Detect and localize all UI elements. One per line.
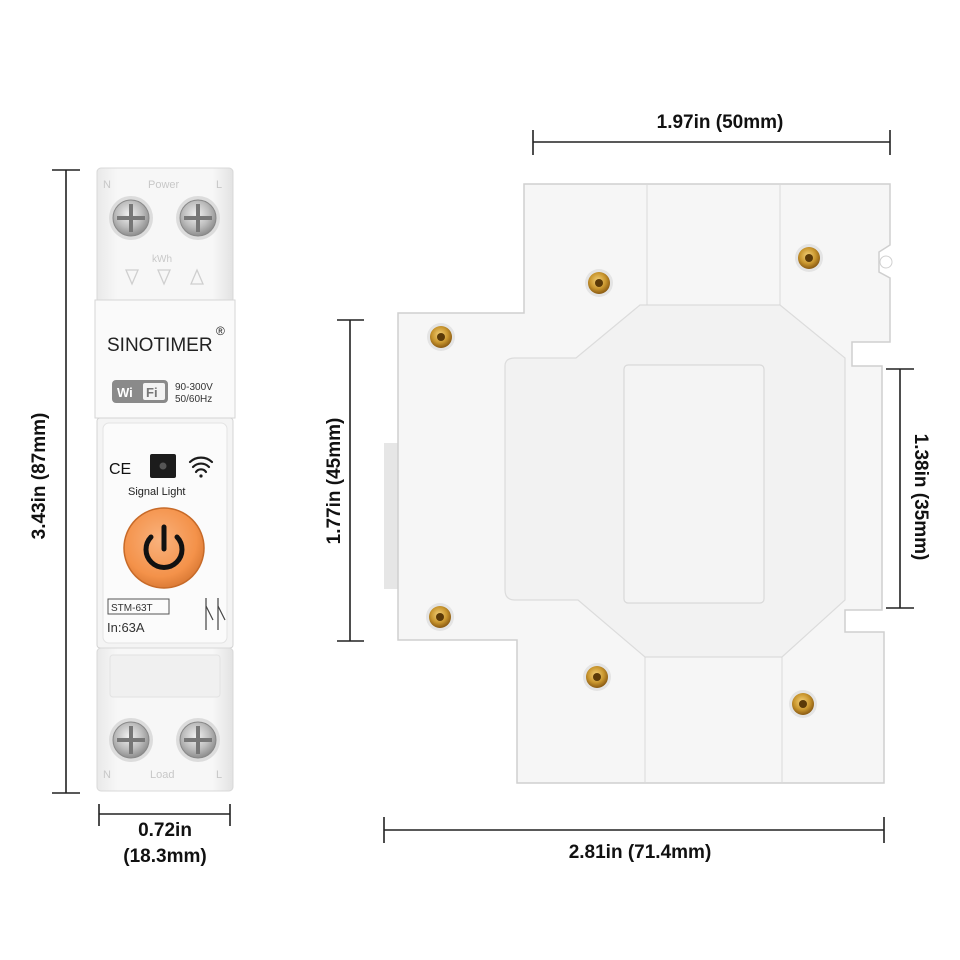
terminal-top-left-label: N bbox=[103, 179, 111, 191]
voltage-label: 90-300V bbox=[175, 382, 213, 393]
power-icon bbox=[123, 507, 205, 589]
screw-icon bbox=[176, 196, 220, 240]
side-view-device bbox=[384, 183, 893, 784]
brass-insert-icon bbox=[795, 244, 823, 272]
brand-name: SINOTIMER bbox=[107, 335, 213, 356]
switch-symbol-icon bbox=[205, 598, 226, 630]
wifi-badge-wi: Wi bbox=[117, 385, 133, 400]
brass-insert-icon bbox=[426, 603, 454, 631]
wifi-icon bbox=[188, 456, 214, 478]
brass-insert-icon bbox=[789, 690, 817, 718]
terminal-bottom-right-label: L bbox=[216, 769, 222, 781]
kwh-label: kWh bbox=[152, 254, 172, 265]
registered-mark: ® bbox=[216, 324, 225, 338]
model-label: STM-63T bbox=[111, 603, 153, 614]
side-bottom-width-label: 2.81in (71.4mm) bbox=[568, 842, 712, 863]
terminal-bottom-center-label: Load bbox=[150, 769, 174, 781]
brass-insert-icon bbox=[427, 323, 455, 351]
front-width-label-line1: 0.72in bbox=[138, 820, 192, 841]
current-rating-label: In:63A bbox=[107, 620, 145, 635]
terminal-bottom-left-label: N bbox=[103, 769, 111, 781]
brass-insert-icon bbox=[585, 269, 613, 297]
frequency-label: 50/60Hz bbox=[175, 394, 212, 405]
dimension-lines bbox=[52, 130, 914, 843]
terminal-top-center-label: Power bbox=[148, 179, 180, 191]
brass-insert-icon bbox=[583, 663, 611, 691]
screw-icon bbox=[176, 718, 220, 762]
terminal-top-right-label: L bbox=[216, 179, 222, 191]
front-view-device bbox=[94, 167, 236, 792]
side-top-width-label: 1.97in (50mm) bbox=[656, 112, 784, 133]
wifi-badge-fi: Fi bbox=[146, 385, 158, 400]
ce-mark: CE bbox=[109, 461, 131, 478]
front-width-label-line2: (18.3mm) bbox=[123, 846, 207, 867]
screw-icon bbox=[109, 196, 153, 240]
signal-light-label: Signal Light bbox=[128, 486, 186, 498]
screw-icon bbox=[109, 718, 153, 762]
